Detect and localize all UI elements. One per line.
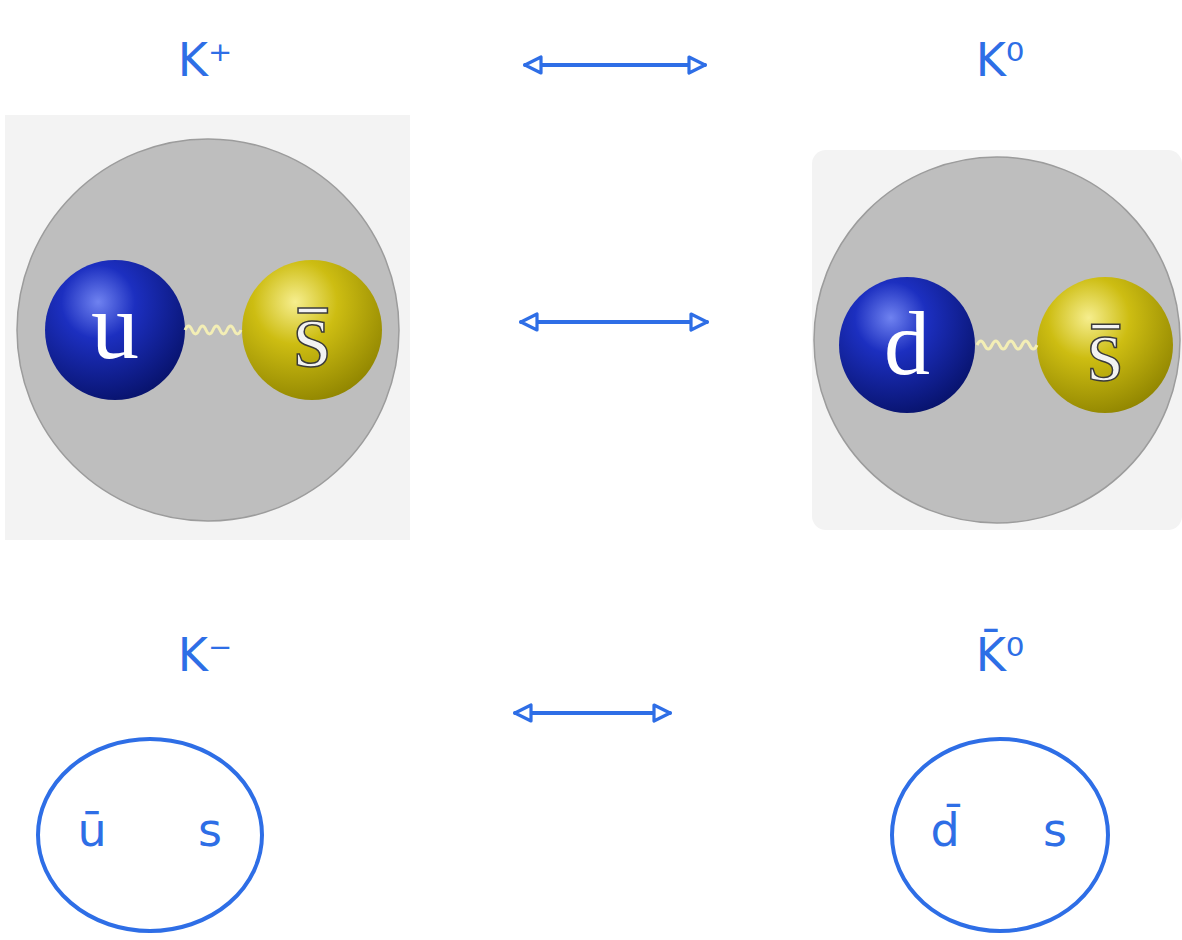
quark-ball-shape — [839, 277, 975, 413]
gluon-spring — [185, 326, 241, 334]
particle-label: K⁺ — [178, 37, 232, 83]
reaction-arrow — [525, 63, 705, 67]
gluon-spring — [977, 341, 1037, 349]
quark-label: s — [198, 807, 222, 853]
text-slot: K⁻ — [178, 632, 232, 678]
quark-label: s — [1043, 807, 1067, 853]
particle-label: K⁰ — [976, 37, 1025, 83]
hand-drawn-circle-shape — [892, 739, 1108, 931]
particle-label: K̄⁰ — [976, 632, 1025, 678]
meson-circle: K⁰ d s̄ — [812, 25, 1182, 525]
text-slot: s̄ — [1087, 303, 1123, 395]
text-slot: K⁰ — [976, 37, 1025, 83]
text-slot: K̄⁰ — [976, 632, 1025, 678]
text-slot: K⁺ — [178, 37, 232, 83]
quark-ball-shape — [1037, 277, 1173, 413]
meson-circle: K⁺ u s̄ — [15, 20, 401, 523]
hand-drawn-circle: K⁻ ū s — [30, 625, 270, 935]
quark-ball: s̄ — [1037, 277, 1173, 413]
text-slot: ū — [77, 807, 106, 853]
text-slot: d̄ — [930, 807, 959, 853]
quark-label: d̄ — [930, 807, 959, 853]
text-slot: u — [91, 278, 139, 374]
hand-drawn-circle-outline — [30, 625, 270, 935]
image-panel — [5, 115, 410, 540]
text-slot: s — [198, 807, 222, 853]
quark-label: u — [91, 278, 139, 374]
quark-label: ū — [77, 807, 106, 853]
particle-label: K⁻ — [178, 632, 232, 678]
quark-ball: u — [45, 260, 185, 400]
meson-circle-shape — [17, 139, 399, 521]
hand-drawn-circle-shape — [38, 739, 262, 931]
quark-ball: s̄ — [242, 260, 382, 400]
quark-label: s̄ — [293, 286, 330, 382]
meson-circle-shape — [814, 157, 1180, 523]
quark-ball-shape — [242, 260, 382, 400]
quark-label: s̄ — [1087, 303, 1123, 395]
quark-ball-shape — [45, 260, 185, 400]
text-slot: s — [1043, 807, 1067, 853]
text-slot: d — [884, 297, 930, 389]
text-slot: s̄ — [293, 286, 330, 382]
reaction-arrow — [521, 320, 707, 324]
quark-label: d — [884, 297, 930, 389]
meson-circle-outline — [812, 25, 1182, 525]
quark-ball: d — [839, 277, 975, 413]
hand-drawn-circle: K̄⁰ d̄ s — [885, 625, 1115, 935]
reaction-arrow — [515, 711, 670, 715]
image-panel — [812, 150, 1182, 530]
